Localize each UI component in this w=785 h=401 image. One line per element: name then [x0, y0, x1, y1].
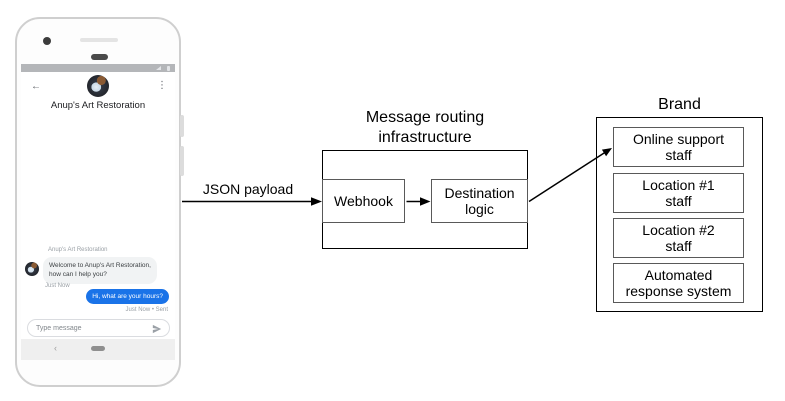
phone-screen: ← ⋮ Anup's Art Restoration Anup's Art Re…: [21, 64, 175, 360]
incoming-message-bubble: Welcome to Anup's Art Restoration, how c…: [43, 257, 157, 284]
android-nav-bar: ‹: [21, 339, 175, 360]
brand-item-location-1: Location #1 staff: [613, 173, 744, 213]
outgoing-message-bubble: Hi, what are your hours?: [86, 289, 169, 305]
signal-icon: [156, 66, 161, 70]
phone-mockup: ← ⋮ Anup's Art Restoration Anup's Art Re…: [15, 17, 184, 387]
arrowhead-phone-to-webhook: [311, 197, 322, 206]
json-payload-label: JSON payload: [202, 181, 294, 197]
outgoing-timestamp: Just Now • Sent: [125, 307, 168, 313]
power-button: [180, 115, 184, 137]
send-icon[interactable]: [152, 324, 162, 334]
home-pill[interactable]: [91, 346, 105, 351]
incoming-timestamp: Just Now: [45, 283, 70, 289]
avatar: [87, 75, 109, 97]
message-composer[interactable]: [27, 319, 170, 337]
destination-logic-box: Destination logic: [431, 179, 528, 223]
routing-infrastructure-title: Message routing infrastructure: [365, 109, 485, 146]
status-bar: [21, 64, 175, 72]
webhook-box: Webhook: [322, 179, 405, 223]
overflow-menu-icon[interactable]: ⋮: [157, 80, 167, 91]
conversation-title: Anup's Art Restoration: [50, 100, 146, 111]
volume-button: [180, 146, 184, 176]
speaker-grille: [91, 54, 108, 60]
brand-item-automated-response: Automated response system: [613, 263, 744, 303]
brand-title: Brand: [658, 96, 701, 113]
nav-back-icon[interactable]: ‹: [54, 343, 57, 353]
back-icon[interactable]: ←: [31, 81, 41, 92]
avatar: [25, 262, 39, 276]
brand-item-online-support: Online support staff: [613, 127, 744, 167]
sender-label: Anup's Art Restoration: [48, 247, 108, 253]
message-input[interactable]: [36, 321, 135, 335]
earpiece-slot: [80, 38, 118, 42]
brand-item-location-2: Location #2 staff: [613, 218, 744, 258]
arrow-destination-to-brand: [528, 152, 605, 203]
front-camera: [43, 37, 51, 45]
battery-icon: [167, 66, 170, 71]
